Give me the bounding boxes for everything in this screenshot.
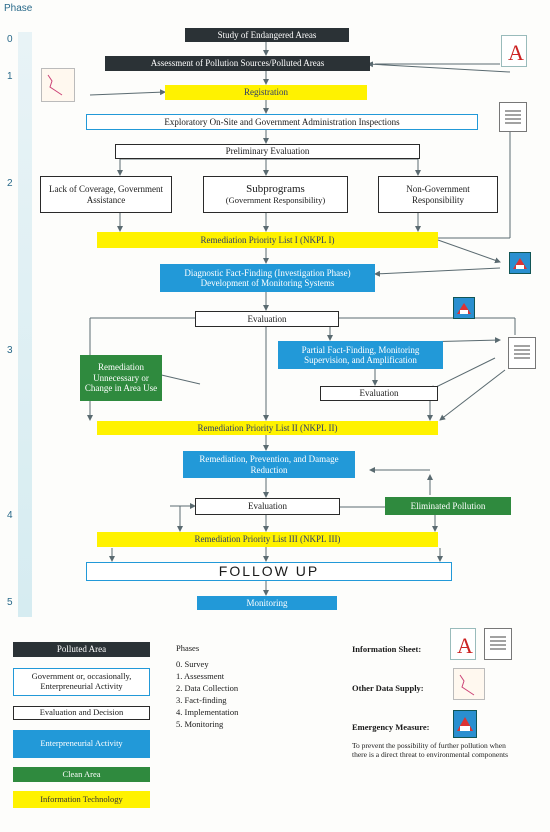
nkpl-2-box: Remediation Priority List II (NKPL II): [97, 421, 438, 435]
legend-emergency-icon: [453, 710, 477, 738]
legend-other-data-icon: [453, 668, 485, 700]
phase-item-2: 2. Data Collection: [176, 683, 239, 693]
legend-government: Government or, occasionally, Enterpreneu…: [13, 668, 150, 696]
phases-title: Phases: [176, 643, 200, 653]
registration-box: Registration: [165, 85, 367, 100]
phase-side-bar: [18, 32, 32, 617]
phase-item-5: 5. Monitoring: [176, 719, 224, 729]
exploratory-box: Exploratory On-Site and Government Admin…: [86, 114, 478, 130]
document-icon-1: [499, 102, 527, 132]
emergency-icon-1: [509, 252, 531, 274]
monitoring-box: Monitoring: [197, 596, 337, 610]
evaluation-2-box: Evaluation: [320, 386, 438, 401]
legend-polluted-area: Polluted Area: [13, 642, 150, 657]
subprograms-box: Subprograms (Government Responsibility): [203, 176, 348, 213]
evaluation-3-box: Evaluation: [195, 498, 340, 515]
legend-document-icon: [484, 628, 512, 660]
preliminary-evaluation-box: Preliminary Evaluation: [115, 144, 420, 159]
other-data-supply-icon: [41, 68, 75, 102]
evaluation-1-box: Evaluation: [195, 311, 339, 327]
lack-coverage-box: Lack of Coverage, Government Assistance: [40, 176, 172, 213]
remediation-prevention-box: Remediation, Prevention, and Damage Redu…: [183, 451, 355, 478]
nkpl-3-box: Remediation Priority List III (NKPL III): [97, 532, 438, 547]
phase-num-2: 2: [7, 178, 13, 189]
legend-emergency-note: To prevent the possibility of further po…: [352, 741, 508, 759]
phase-num-5: 5: [7, 597, 13, 608]
phase-num-3: 3: [7, 345, 13, 356]
phase-num-0: 0: [7, 34, 13, 45]
legend-information-sheet-icon: A: [450, 628, 476, 660]
phase-num-4: 4: [7, 510, 13, 521]
information-sheet-icon: A: [501, 35, 527, 67]
diagnostic-box: Diagnostic Fact-Finding (Investigation P…: [160, 264, 375, 292]
phase-header: Phase: [4, 3, 33, 14]
legend-clean-area: Clean Area: [13, 767, 150, 782]
phase-item-1: 1. Assessment: [176, 671, 225, 681]
legend-enterpreneurial: Enterpreneurial Activity: [13, 730, 150, 758]
nkpl-1-box: Remediation Priority List I (NKPL I): [97, 232, 438, 248]
legend-emergency-label: Emergency Measure:: [352, 722, 430, 732]
phase-item-0: 0. Survey: [176, 659, 209, 669]
legend-information-sheet-label: Information Sheet:: [352, 644, 422, 654]
legend-other-data-label: Other Data Supply:: [352, 683, 424, 693]
non-government-box: Non-Government Responsibility: [378, 176, 498, 213]
subprograms-title: Subprograms: [246, 183, 305, 196]
follow-up-box: FOLLOW UP: [86, 562, 452, 581]
legend-info-tech: Information Technology: [13, 791, 150, 808]
document-icon-2: [508, 337, 536, 369]
study-endangered-areas-box: Study of Endangered Areas: [185, 28, 349, 42]
svg-text:A: A: [508, 40, 524, 65]
svg-text:A: A: [457, 633, 473, 658]
phase-item-3: 3. Fact-finding: [176, 695, 227, 705]
assessment-box: Assessment of Pollution Sources/Polluted…: [105, 56, 370, 71]
legend-evaluation-decision: Evaluation and Decision: [13, 706, 150, 720]
remediation-unnecessary-box: Remediation Unnecessary or Change in Are…: [80, 355, 162, 401]
subprograms-subtitle: (Government Responsibility): [225, 194, 326, 205]
phase-num-1: 1: [7, 71, 13, 82]
eliminated-pollution-box: Eliminated Pollution: [385, 497, 511, 515]
emergency-icon-2: [453, 297, 475, 319]
partial-fact-finding-box: Partial Fact-Finding, Monitoring Supervi…: [278, 341, 443, 369]
phase-item-4: 4. Implementation: [176, 707, 239, 717]
